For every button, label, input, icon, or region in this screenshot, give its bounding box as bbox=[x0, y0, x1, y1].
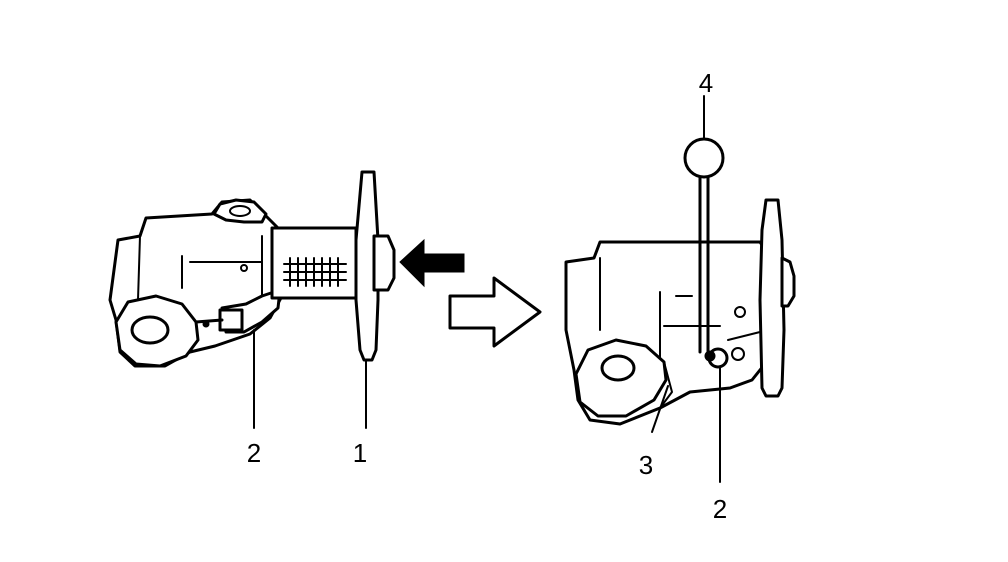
right-plunger-flange bbox=[758, 198, 786, 398]
left-upper-ear bbox=[212, 198, 268, 224]
callout-left-plunger: 1 bbox=[353, 438, 367, 468]
right-plunger-cap bbox=[780, 256, 796, 308]
stopper-pin-shank bbox=[698, 175, 710, 354]
callout-body-notch: 3 bbox=[639, 450, 653, 480]
right-mounting-hole bbox=[600, 354, 636, 382]
left-plunger-flange bbox=[354, 170, 380, 362]
sequence-arrow-icon bbox=[448, 276, 542, 348]
right-tensioner-assembly bbox=[564, 95, 796, 483]
left-plunger-threads bbox=[283, 257, 347, 287]
left-mounting-boss bbox=[114, 294, 200, 368]
push-arrow-icon bbox=[399, 238, 465, 288]
left-plunger-cap bbox=[372, 234, 396, 292]
right-mounting-boss bbox=[574, 338, 668, 418]
right-leader-3 bbox=[651, 385, 669, 433]
callout-left-pin-hole: 2 bbox=[247, 438, 261, 468]
left-tensioner-assembly bbox=[108, 170, 465, 429]
callout-stopper-pin: 4 bbox=[699, 68, 713, 98]
right-body-notch bbox=[659, 361, 673, 409]
stopper-pin-ring bbox=[683, 137, 725, 179]
left-mounting-hole bbox=[130, 315, 170, 345]
left-upper-ear-hole bbox=[229, 205, 251, 217]
callout-right-pin-hole: 2 bbox=[713, 494, 727, 524]
